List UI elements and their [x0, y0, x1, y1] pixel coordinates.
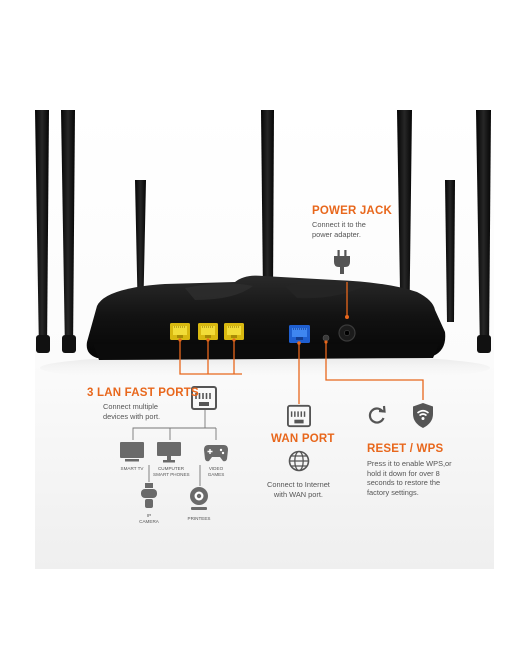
device-label-printees: PRINTEES: [187, 516, 211, 521]
ip-camera-icon: [141, 483, 157, 508]
callout-dots: [178, 315, 349, 345]
device-tree-lines: [132, 410, 217, 486]
power-jack-title: POWER JACK: [312, 205, 392, 217]
lan-ports-title: 3 LAN FAST PORTS: [87, 387, 199, 399]
reset-icon: [368, 405, 386, 424]
lan-ports: [170, 323, 244, 340]
router-body: [86, 275, 446, 360]
lan-connector-icon: [191, 386, 217, 410]
router-illustration: [35, 110, 491, 486]
power-plug-icon: [334, 250, 350, 274]
gamepad-icon: [204, 445, 228, 462]
webcam-icon: [190, 487, 208, 510]
monitor-icon: [157, 442, 181, 463]
wan-connector-icon: [287, 404, 311, 428]
power-jack-socket: [338, 324, 356, 342]
device-label-smart-tv: SMART TV: [120, 466, 144, 471]
globe-icon: [288, 450, 310, 472]
reset-wps-title: RESET / WPS: [367, 443, 444, 455]
wan-port: [289, 325, 310, 343]
tv-icon: [120, 442, 144, 462]
wps-shield-icon: [413, 403, 433, 428]
wan-port-title: WAN PORT: [271, 433, 335, 445]
callout-lines: [179, 282, 424, 404]
reset-button: [322, 334, 330, 342]
